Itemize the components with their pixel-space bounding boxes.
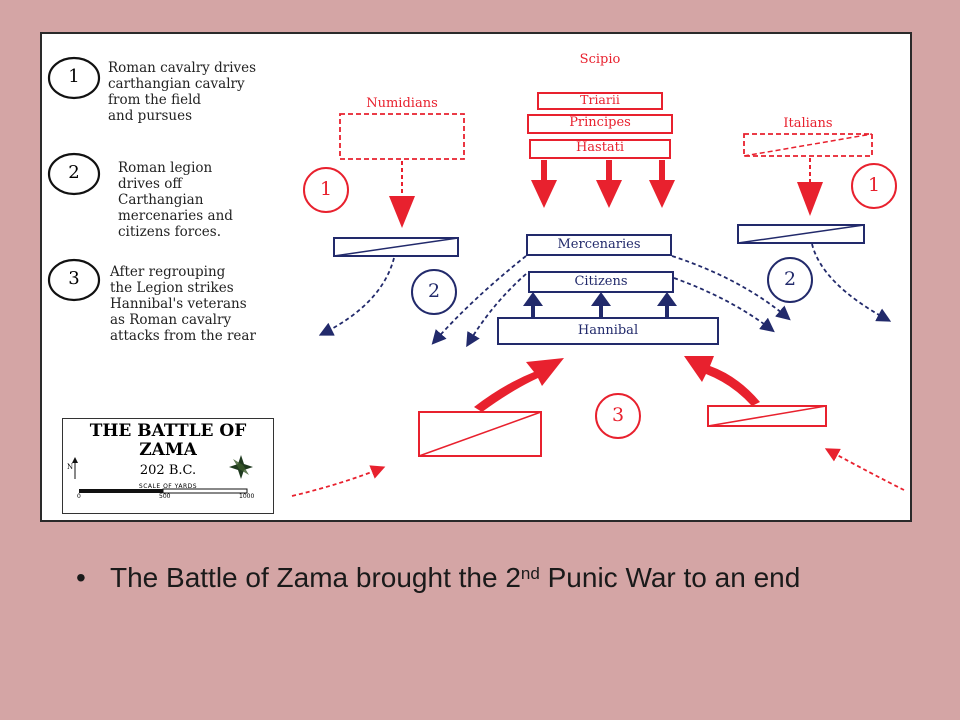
label-principes: Principes (569, 115, 631, 130)
label-italians: Italians (783, 116, 833, 131)
legend-num-2: 2 (68, 162, 80, 183)
label-numidians: Numidians (366, 96, 438, 111)
left-thrust-arrow (474, 358, 564, 412)
scale-tick-0: 0 (77, 493, 81, 500)
compass-icon (229, 455, 253, 479)
mercenaries-box (526, 234, 672, 256)
numidian-arrow (389, 196, 415, 228)
marker-right-2 (767, 257, 813, 303)
legend-num-1: 1 (68, 66, 80, 87)
map-title-box: THE BATTLE OF ZAMA 202 B.C. SCALE OF YAR… (62, 418, 274, 514)
legend-text-1: Roman cavalry drives carthangian cavalry… (108, 60, 257, 124)
hastati-attack-arrows (531, 160, 675, 208)
legend-text-3: After regrouping the Legion strikes Hann… (110, 264, 256, 344)
marker-right-1-num: 1 (867, 174, 881, 196)
italians-box (743, 133, 873, 157)
legend-num-3: 3 (68, 268, 80, 289)
hannibal-support-arrows (523, 292, 677, 318)
label-hastati: Hastati (575, 140, 625, 155)
right-thrust-arrow (684, 356, 760, 406)
label-scipio: Scipio (579, 52, 621, 67)
hannibal-box (497, 317, 719, 345)
battle-diagram (47, 56, 905, 497)
hastati-box (529, 139, 671, 159)
caption-superscript: nd (520, 564, 540, 583)
battle-map: 1 2 3 Roman cavalry drives carthangian c… (40, 32, 912, 522)
marker-right-2-num: 2 (783, 268, 797, 290)
legend-text-2: Roman legion drives off Carthangian merc… (118, 160, 233, 240)
marker-right-1 (851, 163, 897, 209)
triarii-box (537, 92, 663, 110)
italian-arrow (797, 182, 823, 216)
legend-circle-3 (47, 258, 101, 302)
roman-right-cavalry (707, 405, 827, 427)
label-hannibal: Hannibal (577, 323, 639, 338)
label-citizens: Citizens (574, 274, 628, 289)
marker-center-3 (595, 393, 641, 439)
map-date: 202 B.C. (139, 463, 197, 478)
caption-text: The Battle of Zama brought the 2nd Punic… (110, 560, 890, 596)
marker-center-3-num: 3 (611, 404, 625, 426)
carthage-left-cavalry (333, 237, 459, 257)
label-mercenaries: Mercenaries (557, 237, 641, 252)
rear-attack-left (291, 465, 386, 497)
scale-tick-500: 500 (159, 493, 171, 500)
caption-part-1: The Battle of Zama brought the 2 (110, 562, 521, 593)
carthage-right-cavalry (737, 224, 865, 244)
roman-left-cavalry (418, 411, 542, 457)
north-label: N (66, 463, 74, 471)
legend-circle-1 (47, 56, 101, 100)
scale-label: SCALE OF YARDS (138, 483, 198, 490)
scale-tick-1000: 1000 (239, 493, 255, 500)
marker-left-2 (411, 269, 457, 315)
marker-left-1 (303, 167, 349, 213)
retreat-paths (318, 243, 892, 348)
numidians-box (339, 113, 465, 160)
marker-left-2-num: 2 (427, 280, 441, 302)
scale-bar (72, 455, 253, 494)
label-triarii: Triarii (580, 92, 620, 107)
marker-left-1-num: 1 (319, 178, 333, 200)
legend-circle-2 (47, 152, 101, 196)
bullet-icon: • (76, 562, 86, 593)
caption-part-2: Punic War to an end (539, 562, 801, 593)
principes-box (527, 114, 673, 134)
map-title: THE BATTLE OF ZAMA (89, 421, 247, 460)
rear-attack-right (824, 448, 905, 491)
